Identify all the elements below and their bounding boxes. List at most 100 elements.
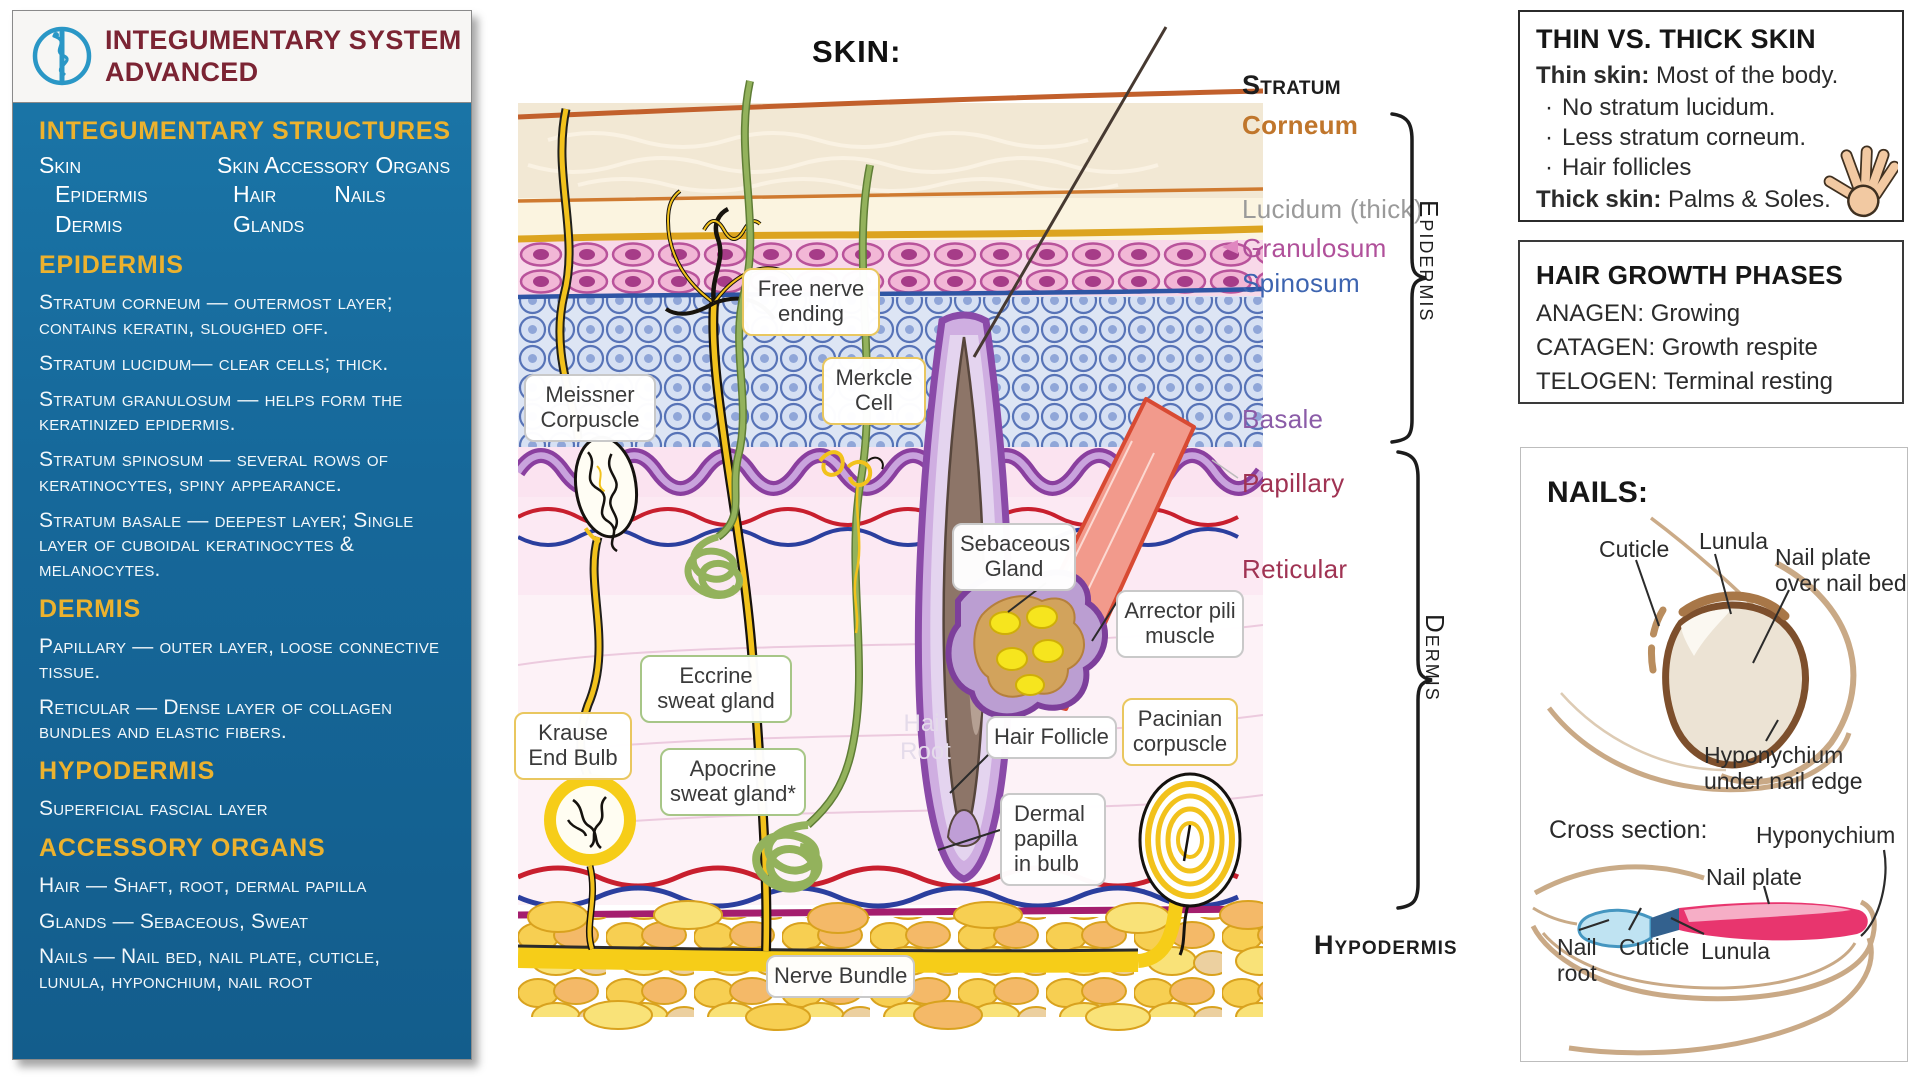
sidebar: INTEGUMENTARY SYSTEM ADVANCED INTEGUMENT… bbox=[12, 10, 472, 1060]
label-dermal-papilla: Dermal papilla in bulb bbox=[1000, 793, 1106, 886]
bullet-dot: · bbox=[1545, 124, 1553, 151]
label-pacinian-corpuscle: Pacinian corpuscle bbox=[1122, 698, 1238, 766]
section-heading-dermis: DERMIS bbox=[39, 594, 142, 623]
thick-skin-label: Thick skin: bbox=[1536, 186, 1662, 213]
layer-label-corneum: Corneum bbox=[1242, 110, 1359, 140]
dermis-item: Reticular — Dense layer of collagen bund… bbox=[39, 695, 393, 744]
open-hand-icon bbox=[1823, 145, 1898, 218]
diagram-title: SKIN: bbox=[812, 34, 902, 69]
label-free-nerve-ending: Free nerve ending bbox=[742, 268, 880, 336]
structures-glands: Glands bbox=[233, 210, 305, 237]
cross-label-nail-plate: Nail plate bbox=[1706, 864, 1802, 890]
fingertip-label-nail-plate: Nail plate over nail bed bbox=[1775, 544, 1907, 597]
epidermis-item: Stratum spinosum — several rows of kerat… bbox=[39, 448, 389, 496]
layer-label-hypodermis: Hypodermis bbox=[1314, 930, 1458, 960]
bullet-text: Less stratum corneum. bbox=[1562, 124, 1807, 151]
thin-thick-title: THIN VS. THICK SKIN bbox=[1536, 24, 1816, 54]
layer-label-lucidum: Lucidum (thick) bbox=[1242, 194, 1423, 224]
cross-section-title: Cross section: bbox=[1549, 816, 1708, 844]
bullet-text: No stratum lucidum. bbox=[1562, 94, 1776, 121]
dermis-item: Papillary — outer layer, loose connectiv… bbox=[39, 634, 440, 683]
dermis-brace-label: Dermis bbox=[1420, 614, 1450, 702]
meissner-corpuscle-shape bbox=[573, 435, 639, 553]
layer-label-basale: Basale bbox=[1242, 404, 1324, 434]
epidermis-item: Stratum lucidum— clear cells; thick. bbox=[39, 351, 389, 375]
structures-epidermis: Epidermis bbox=[55, 181, 148, 208]
bullet-text: Hair follicles bbox=[1562, 154, 1692, 181]
krause-end-bulb-shape bbox=[544, 774, 636, 951]
apocrine-gland-coil bbox=[752, 821, 823, 893]
staff-of-asclepius-icon bbox=[32, 26, 92, 86]
label-hair-root: Hair Root bbox=[900, 710, 951, 765]
fingertip-label-cuticle: Cuticle bbox=[1599, 536, 1670, 562]
layer-label-stratum: Stratum bbox=[1242, 70, 1341, 100]
hair-growth-title: HAIR GROWTH PHASES bbox=[1536, 260, 1843, 290]
merkel-cell-shape bbox=[818, 450, 884, 634]
layer-label-papillary: Papillary bbox=[1242, 468, 1345, 498]
layer-label-spinosum: Spinosum bbox=[1242, 268, 1361, 298]
sidebar-title: INTEGUMENTARY SYSTEM ADVANCED bbox=[105, 25, 462, 89]
thin-skin-line: Thin skin: Most of the body. bbox=[1536, 62, 1838, 90]
epidermis-brace-label: Epidermis bbox=[1414, 200, 1444, 323]
cross-label-hyponychium: Hyponychium bbox=[1756, 822, 1896, 848]
cross-label-cuticle: Cuticle bbox=[1619, 934, 1690, 960]
skin-cross-section-illustration bbox=[518, 26, 1263, 1031]
accessory-item: Nails — Nail bed, nail plate, cuticle, l… bbox=[39, 945, 381, 994]
label-meissner-corpuscle: Meissner Corpuscle bbox=[524, 374, 656, 442]
nail-cross-section-illustration bbox=[1530, 849, 1887, 1056]
hypodermis-item: Superficial fascial layer bbox=[39, 797, 268, 821]
bullet-dot: · bbox=[1545, 154, 1553, 181]
hair-shaft-line bbox=[972, 26, 1168, 358]
structures-heading: INTEGUMENTARY STRUCTURES bbox=[39, 117, 451, 145]
pacinian-corpuscle-shape bbox=[1138, 772, 1242, 956]
accessory-item: Glands — Sebaceous, Sweat bbox=[39, 909, 309, 933]
sidebar-title-line1: INTEGUMENTARY SYSTEM bbox=[105, 25, 462, 55]
cross-label-nail-root: Nail root bbox=[1557, 934, 1597, 987]
thin-skin-label: Thin skin: bbox=[1536, 62, 1650, 89]
structures-hair: Hair bbox=[233, 181, 277, 208]
layer-label-reticular: Reticular bbox=[1242, 554, 1348, 584]
fingertip-nail-illustration bbox=[1547, 516, 1857, 793]
sebaceous-gland-shape bbox=[945, 568, 1108, 720]
structures-nails: Nails bbox=[334, 181, 386, 208]
structures-col1: Skin Epidermis Dermis bbox=[39, 151, 217, 239]
section-heading-hypodermis: HYPODERMIS bbox=[39, 757, 216, 786]
epidermis-item: Stratum corneum — outermost layer; conta… bbox=[39, 291, 393, 340]
label-eccrine-sweat-gland: Eccrine sweat gland bbox=[640, 655, 792, 723]
bullet-line: · Hair follicles bbox=[1536, 154, 1691, 182]
structures-skin: Skin bbox=[39, 152, 82, 178]
bullet-line: · No stratum lucidum. bbox=[1536, 94, 1775, 122]
label-apocrine-sweat-gland: Apocrine sweat gland* bbox=[660, 748, 806, 816]
phase-telogen: TELOGEN: Terminal resting bbox=[1536, 368, 1833, 395]
epidermis-item: Stratum granulosum — helps form the kera… bbox=[39, 387, 403, 436]
label-sebaceous-gland: Sebaceous Gland bbox=[952, 523, 1076, 591]
bullet-dot: · bbox=[1545, 94, 1553, 121]
thin-thick-skin-box: THIN VS. THICK SKIN Thin skin: Most of t… bbox=[1518, 10, 1904, 222]
layer-label-granulosum: Granulosum bbox=[1242, 233, 1387, 263]
label-krause-end-bulb: Krause End Bulb bbox=[514, 712, 632, 780]
section-heading-epidermis: EPIDERMIS bbox=[39, 251, 184, 280]
sidebar-title-line2: ADVANCED bbox=[105, 56, 259, 87]
hair-growth-box: HAIR GROWTH PHASES ANAGEN: Growing CATAG… bbox=[1518, 240, 1904, 404]
section-heading-accessory: ACCESSORY ORGANS bbox=[39, 833, 326, 862]
thick-skin-text: Palms & Soles. bbox=[1661, 186, 1831, 213]
fingertip-label-lunula: Lunula bbox=[1699, 528, 1769, 554]
structures-col2: Skin Accessory Organs Hair Nails Glands bbox=[217, 151, 450, 239]
label-merkcle-cell: Merkcle Cell bbox=[822, 357, 926, 425]
sidebar-body: INTEGUMENTARY STRUCTURES Skin Epidermis … bbox=[13, 103, 471, 1059]
structures-columns: Skin Epidermis Dermis Skin Accessory Org… bbox=[39, 151, 451, 239]
structures-dermis: Dermis bbox=[55, 210, 123, 237]
label-hair-follicle: Hair Follicle bbox=[986, 716, 1117, 759]
eccrine-gland-coil bbox=[684, 533, 743, 599]
thin-skin-text: Most of the body. bbox=[1649, 62, 1839, 89]
nails-title: NAILS: bbox=[1547, 476, 1649, 509]
structures-hair-nails-row: Hair Nails bbox=[217, 180, 450, 209]
structures-skin-accessory: Skin Accessory Organs bbox=[217, 152, 451, 178]
thick-skin-line: Thick skin: Palms & Soles. bbox=[1536, 186, 1831, 214]
label-nerve-bundle: Nerve Bundle bbox=[766, 955, 916, 998]
fingertip-label-hyponychium: Hyponychium under nail edge bbox=[1704, 742, 1863, 795]
sidebar-header: INTEGUMENTARY SYSTEM ADVANCED bbox=[13, 11, 471, 103]
callout-pointer-lines bbox=[937, 582, 1121, 851]
label-arrector-pili-muscle: Arrector pili muscle bbox=[1116, 590, 1244, 658]
